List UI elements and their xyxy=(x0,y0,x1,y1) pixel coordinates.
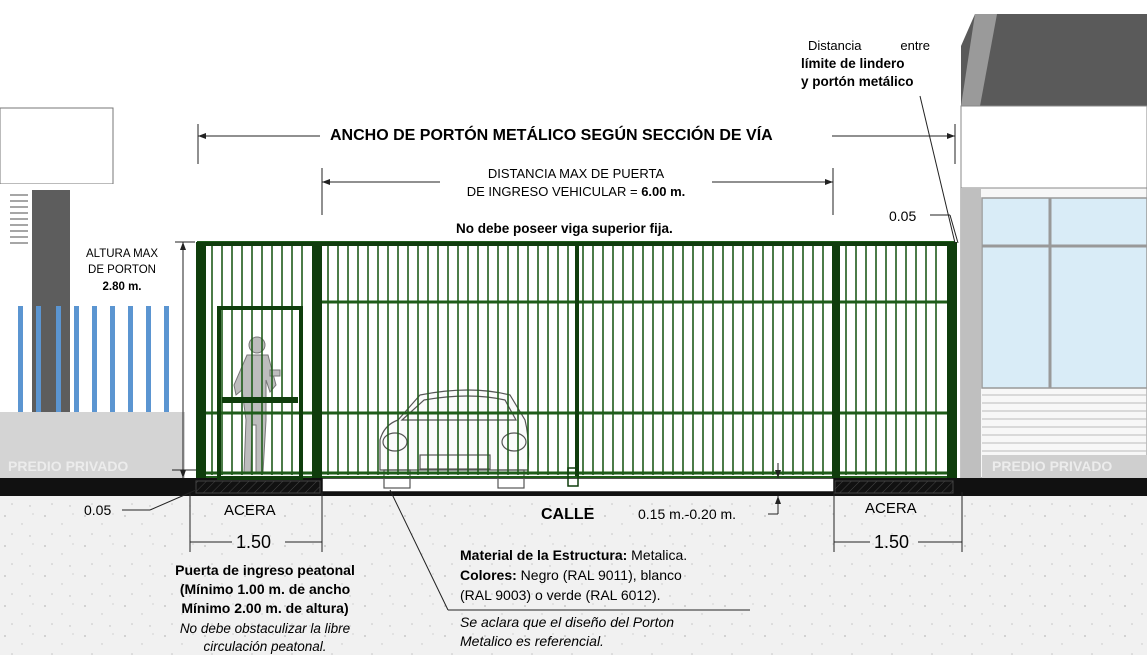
left-upper-wall xyxy=(0,107,114,185)
right-roof xyxy=(961,14,1147,106)
left-private-property xyxy=(0,107,185,478)
sidewalk-right-hatch xyxy=(834,480,954,494)
right-window xyxy=(981,197,1147,389)
boundary-distance-word2: entre xyxy=(900,38,930,53)
gate-post-mid-left xyxy=(312,242,322,478)
pedestrian-door-note2: circulación peatonal. xyxy=(203,639,327,654)
height-label-line1: ALTURA MAX xyxy=(70,248,174,260)
dim-150-left: 1.50 xyxy=(236,532,272,552)
design-note-line1: Se aclara que el diseño del Porton xyxy=(460,614,675,630)
right-pillar xyxy=(961,188,981,478)
vehicle-door-prefix: DE INGRESO VEHICULAR = xyxy=(466,184,642,199)
gate-post-right xyxy=(947,242,957,478)
dim-005-top: 0.05 xyxy=(889,208,917,224)
boundary-distance-line3: y portón metálico xyxy=(801,74,914,89)
private-property-left: PREDIO PRIVADO xyxy=(8,458,129,474)
sidewalk-right-label: ACERA xyxy=(865,500,917,517)
pedestrian-silhouette xyxy=(233,336,281,473)
material-label: Material de la Estructura: xyxy=(460,547,628,563)
left-vents xyxy=(10,194,28,244)
colors-line: Colores: Negro (RAL 9011), blanco xyxy=(460,567,682,583)
dim-005-left: 0.05 xyxy=(84,502,112,518)
gate-post-left xyxy=(196,242,206,478)
right-sign-band xyxy=(960,105,1147,189)
right-shutter xyxy=(982,394,1147,452)
private-property-right: PREDIO PRIVADO xyxy=(992,458,1113,474)
left-lower-wall xyxy=(0,412,185,478)
pedestrian-door-frame xyxy=(217,306,303,480)
vehicle-door-value: 6.00 m. xyxy=(641,184,686,199)
boundary-distance-word1: Distancia xyxy=(808,38,862,53)
dimension-lines xyxy=(122,95,963,611)
pedestrian-door-title: Puerta de ingreso peatonal xyxy=(175,562,355,578)
design-note-line2: Metalico es referencial. xyxy=(460,633,604,649)
grade-dimension: 0.15 m.-0.20 m. xyxy=(638,506,737,522)
pedestrian-door-width: (Mínimo 1.00 m. de ancho xyxy=(179,581,351,597)
sidewalk-left-label: ACERA xyxy=(224,502,276,519)
colors-value: Negro (RAL 9011), blanco xyxy=(516,567,682,583)
dimension-ticks xyxy=(180,133,955,504)
street-label: CALLE xyxy=(541,506,595,523)
sidewalk-left-hatch xyxy=(195,480,321,494)
grade-height-label: ALTURA DE RASANTE xyxy=(640,479,759,491)
material-value: Metalica. xyxy=(627,547,688,563)
material-line: Material de la Estructura: Metalica. xyxy=(460,547,687,563)
colors-line2: (RAL 9003) o verde (RAL 6012). xyxy=(460,587,661,603)
boundary-distance-line1: Distancia entre xyxy=(808,38,930,53)
gate-post-mid-right xyxy=(832,242,840,478)
height-label-line2: DE PORTON xyxy=(70,264,174,276)
metal-gate xyxy=(196,241,957,487)
pedestrian-door-note1: No debe obstaculizar la libre xyxy=(179,621,351,636)
boundary-distance-line2: límite de lindero xyxy=(801,56,905,71)
height-value: 2.80 m. xyxy=(70,281,174,293)
no-beam-note: No debe poseer viga superior fija. xyxy=(456,221,673,236)
vehicle-door-label-line2: DE INGRESO VEHICULAR = 6.00 m. xyxy=(430,184,722,199)
right-roof-edge xyxy=(961,14,997,106)
gate-width-label: ANCHO DE PORTÓN METÁLICO SEGÚN SECCIÓN D… xyxy=(330,127,773,144)
vehicle-door-label-line1: DISTANCIA MAX DE PUERTA xyxy=(487,166,665,181)
ground-texture xyxy=(0,496,1147,655)
dim-150-right: 1.50 xyxy=(874,532,910,552)
right-private-property xyxy=(960,14,1147,479)
pedestrian-door-bar xyxy=(222,397,298,403)
pedestrian-door-height: Mínimo 2.00 m. de altura) xyxy=(181,600,349,616)
colors-label: Colores: xyxy=(460,567,517,583)
left-fence-bars xyxy=(18,306,169,412)
